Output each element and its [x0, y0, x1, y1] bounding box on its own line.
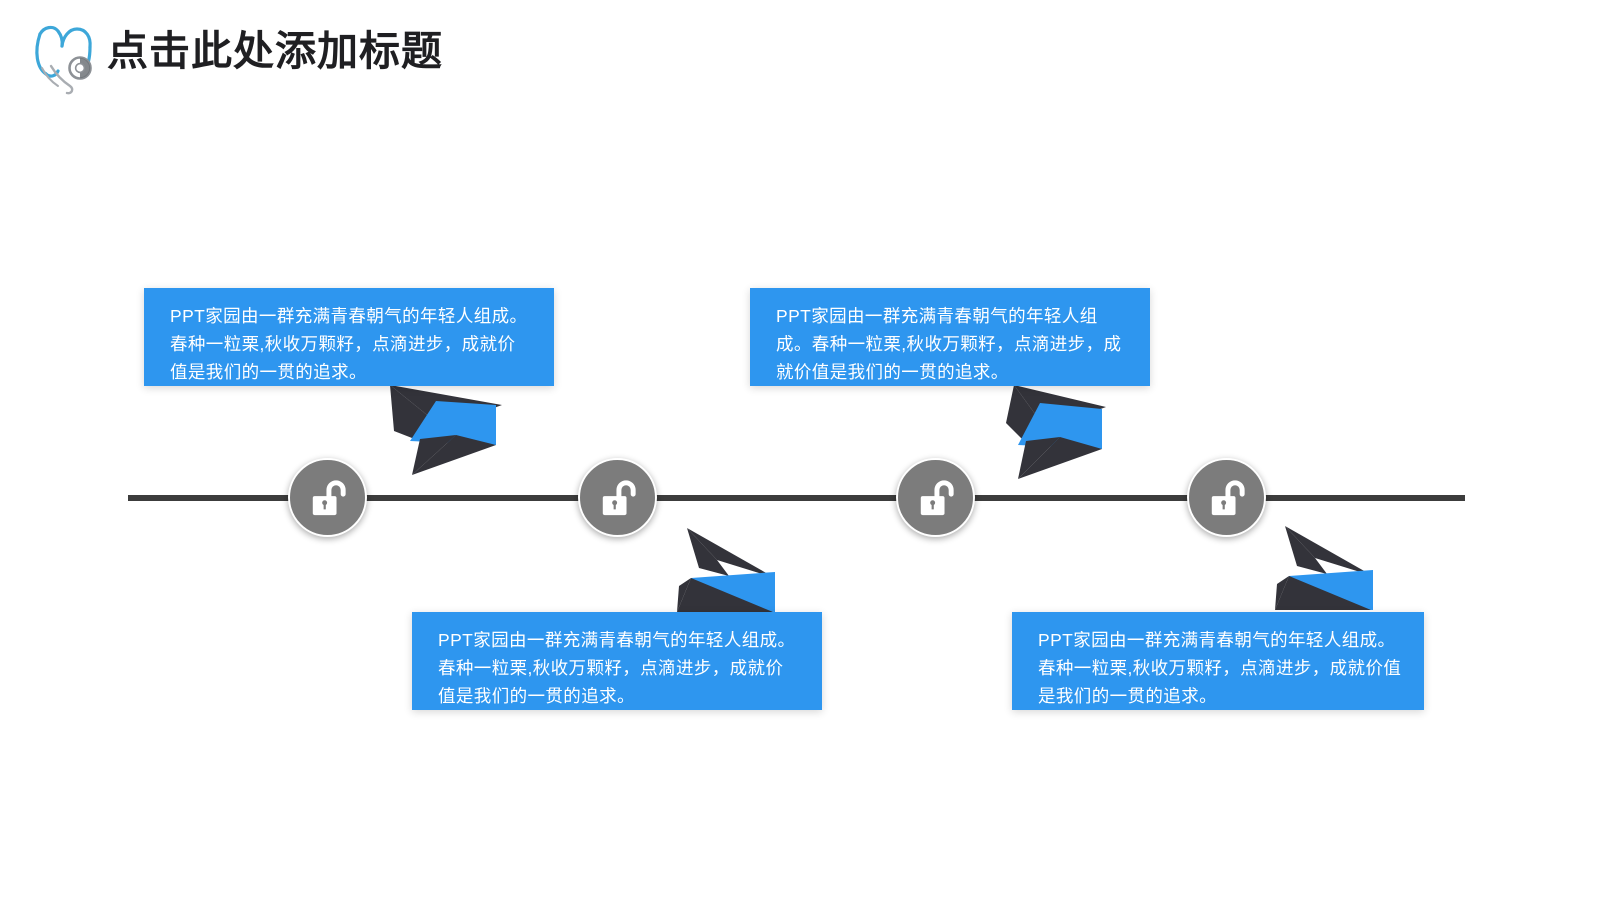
timeline-text-box-4-body: PPT家园由一群充满青春朝气的年轻人组成。春种一粒栗,秋收万颗籽，点滴进步，成就… [1038, 630, 1402, 706]
timeline-text-box-1[interactable]: PPT家园由一群充满青春朝气的年轻人组成。春种一粒栗,秋收万颗籽，点滴进步，成就… [144, 288, 554, 386]
timeline-text-box-2-body: PPT家园由一群充满青春朝气的年轻人组成。春种一粒栗,秋收万颗籽，点滴进步，成就… [776, 306, 1122, 382]
stethoscope-icon [18, 10, 110, 102]
timeline-milestone-4[interactable] [1187, 458, 1266, 537]
page-title: 点击此处添加标题 [107, 28, 443, 74]
unlocked-padlock-icon [602, 480, 636, 516]
slide-header: 点击此处添加标题 [0, 0, 1600, 110]
unlocked-padlock-icon [920, 480, 954, 516]
timeline-milestone-3[interactable] [896, 458, 975, 537]
timeline-text-box-3-body: PPT家园由一群充满青春朝气的年轻人组成。春种一粒栗,秋收万颗籽，点滴进步，成就… [438, 630, 796, 706]
timeline-text-box-1-body: PPT家园由一群充满青春朝气的年轻人组成。春种一粒栗,秋收万颗籽，点滴进步，成就… [170, 306, 528, 382]
timeline-milestone-1[interactable] [288, 458, 367, 537]
unlocked-padlock-icon [1211, 480, 1245, 516]
unlocked-padlock-icon [312, 480, 346, 516]
timeline-axis-line [128, 495, 1465, 501]
pointer-connector-4 [1255, 516, 1385, 616]
timeline-text-box-4[interactable]: PPT家园由一群充满青春朝气的年轻人组成。春种一粒栗,秋收万颗籽，点滴进步，成就… [1012, 612, 1424, 710]
pointer-connector-1 [384, 383, 514, 483]
timeline-text-box-2[interactable]: PPT家园由一群充满青春朝气的年轻人组成。春种一粒栗,秋收万颗籽，点滴进步，成就… [750, 288, 1150, 386]
timeline-milestone-2[interactable] [578, 458, 657, 537]
timeline-text-box-3[interactable]: PPT家园由一群充满青春朝气的年轻人组成。春种一粒栗,秋收万颗籽，点滴进步，成就… [412, 612, 822, 710]
pointer-connector-3 [655, 516, 785, 616]
pointer-connector-2 [984, 383, 1114, 483]
